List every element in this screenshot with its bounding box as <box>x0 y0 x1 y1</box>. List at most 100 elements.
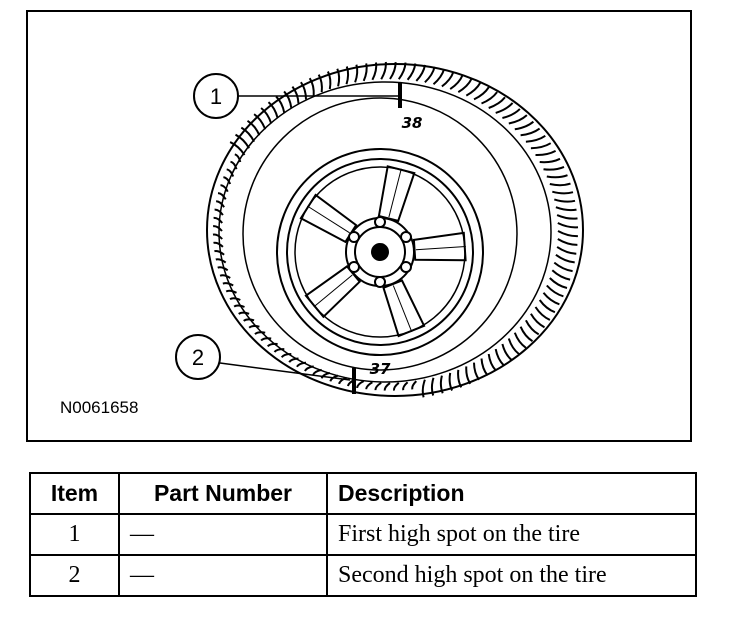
tire-illustration: 1 38 2 37 <box>175 61 584 398</box>
tread-groove <box>222 282 234 287</box>
tread-groove <box>374 381 382 391</box>
tread-groove <box>557 222 579 229</box>
tread-groove <box>234 153 242 163</box>
tread-groove <box>380 61 387 80</box>
tread-groove <box>240 126 255 143</box>
tread-groove <box>320 371 331 379</box>
tread-groove <box>230 160 238 170</box>
tread-groove <box>216 200 225 208</box>
tread-groove <box>488 96 506 109</box>
tread-groove <box>233 304 245 308</box>
callout-2: 2 37 <box>175 334 391 394</box>
tread-groove <box>300 81 307 100</box>
tread-pattern <box>212 61 579 398</box>
tread-groove <box>267 101 279 119</box>
tread-groove <box>238 311 250 315</box>
wheel-hub <box>345 217 415 287</box>
tread-groove <box>448 372 454 391</box>
tread-groove <box>430 377 435 396</box>
tread-groove <box>549 277 568 289</box>
tread-groove <box>534 306 551 321</box>
tread-groove <box>421 379 426 398</box>
tread-groove <box>441 71 455 88</box>
lug-nut <box>374 216 386 228</box>
cell-item: 2 <box>29 554 120 597</box>
high-spot-mark-2 <box>352 368 356 394</box>
tread-groove <box>530 313 545 329</box>
tread-groove <box>397 62 407 80</box>
tread-groove <box>553 198 576 203</box>
lug-nut <box>348 261 360 273</box>
tread-groove <box>542 292 560 306</box>
tread-groove <box>507 338 520 355</box>
tire-tread-inner <box>218 81 552 383</box>
tread-groove <box>514 120 535 131</box>
tread-groove <box>535 150 557 157</box>
high-spot-label-2: 37 <box>370 360 391 378</box>
header-description: Description <box>326 472 697 515</box>
tread-groove <box>235 133 250 149</box>
wheel-spoke <box>299 193 358 244</box>
tread-groove <box>338 376 347 385</box>
tread-groove <box>411 380 418 390</box>
tread-groove <box>543 165 565 171</box>
tread-groove <box>556 214 578 220</box>
lug-nut <box>400 261 412 273</box>
tread-groove <box>557 230 578 238</box>
tread-groove <box>449 74 464 90</box>
cell-part-number: — <box>118 513 328 556</box>
tread-groove <box>219 274 231 279</box>
tread-groove <box>260 337 272 342</box>
tread-groove <box>501 343 513 361</box>
header-item: Item <box>29 472 120 515</box>
tread-groove <box>266 342 278 348</box>
tread-groove <box>371 62 378 81</box>
tread-groove <box>556 246 577 255</box>
lug-nut <box>348 231 360 243</box>
tread-groove <box>424 66 436 84</box>
tread-groove <box>246 119 261 136</box>
tread-groove <box>214 208 224 216</box>
tread-groove <box>457 78 473 93</box>
tread-groove <box>538 299 556 314</box>
tread-groove <box>229 297 241 301</box>
tread-groove <box>248 325 260 329</box>
tread-groove <box>217 266 229 272</box>
tread-groove <box>439 375 444 394</box>
tread-groove <box>336 68 341 87</box>
tread-groove <box>551 269 571 281</box>
tread-groove <box>326 71 332 90</box>
callout-1: 1 38 <box>193 73 422 132</box>
tread-groove <box>546 284 564 298</box>
tread-groove <box>383 382 391 391</box>
tread-groove <box>473 362 480 381</box>
spoke-ridge <box>415 246 466 251</box>
tread-groove <box>519 326 534 343</box>
spoke-ridge <box>307 205 350 234</box>
tread-groove <box>217 192 227 200</box>
parts-table: Item Part Number Description 1 — First h… <box>29 472 697 597</box>
tread-groove <box>223 176 232 185</box>
tread-groove <box>415 64 426 82</box>
table-header-row: Item Part Number Description <box>29 472 697 515</box>
tread-groove <box>465 82 482 97</box>
tread-groove <box>317 74 323 93</box>
figure-code: N0061658 <box>60 398 139 417</box>
tread-groove <box>220 184 229 193</box>
tread-groove <box>214 250 225 256</box>
tread-groove <box>557 238 578 246</box>
tread-groove <box>308 77 315 96</box>
tread-groove <box>502 108 521 119</box>
tread-groove <box>432 68 446 85</box>
tread-groove <box>260 107 273 124</box>
spoke-ridge <box>313 274 353 308</box>
header-part-number: Part Number <box>118 472 328 515</box>
tread-groove <box>555 206 577 212</box>
figure-frame: 1 38 2 37 N0061658 <box>26 10 692 442</box>
tread-groove <box>356 380 365 389</box>
tread-groove <box>389 62 397 80</box>
tread-groove <box>465 366 472 385</box>
tread-groove <box>494 348 505 367</box>
high-spot-mark-1 <box>398 82 402 108</box>
table-row: 1 — First high spot on the tire <box>29 513 697 556</box>
